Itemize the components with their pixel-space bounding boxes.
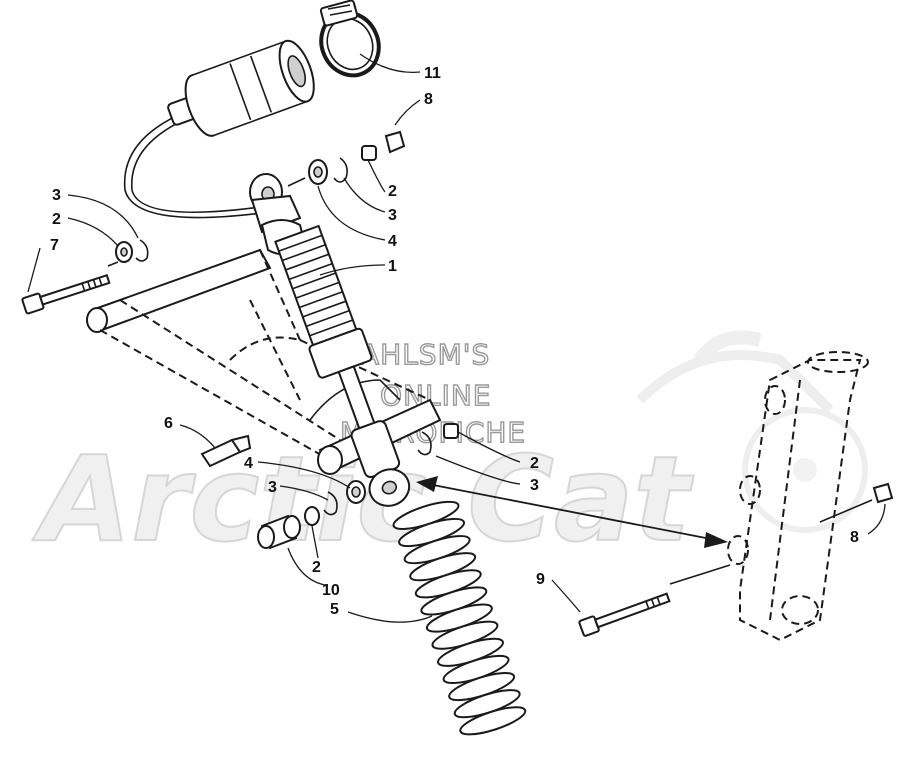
leader-lines [27, 53, 886, 623]
callout-3-left: 3 [52, 187, 61, 204]
callout-2-bottom: 2 [312, 559, 321, 576]
callout-2-top-right: 2 [388, 183, 397, 200]
callout-11: 11 [424, 65, 441, 82]
hardware [21, 130, 459, 550]
callout-9: 9 [536, 571, 545, 588]
callout-6: 6 [164, 415, 173, 432]
rail-bracket [578, 351, 894, 642]
callout-8-top: 8 [424, 91, 433, 108]
callout-3-top-right: 3 [388, 207, 397, 224]
watermark-line-2: ONLINE [380, 379, 491, 412]
gas-reservoir [123, 39, 315, 219]
callout-10: 10 [322, 582, 340, 599]
callout-2-mid-right: 2 [530, 455, 539, 472]
callout-3-mid-right: 3 [530, 477, 539, 494]
callout-1: 1 [388, 258, 397, 275]
callout-2-left: 2 [52, 211, 61, 228]
callout-8-right: 8 [850, 529, 859, 546]
callout-5: 5 [330, 601, 339, 618]
callout-labels: 11 8 2 3 4 1 3 2 7 6 4 3 2 3 2 10 5 9 8 [50, 65, 859, 618]
watermark-line-1: AHLSM'S [360, 338, 490, 371]
shock-absorber [249, 173, 411, 507]
hose-clamp [319, 0, 381, 78]
callout-4-top: 4 [388, 233, 397, 250]
callout-7: 7 [50, 237, 59, 254]
connection-arrow-icon [416, 476, 728, 548]
callout-3-mid: 3 [268, 479, 277, 496]
callout-4-mid: 4 [244, 455, 253, 472]
coil-spring [392, 500, 527, 736]
watermark-motorcycle-icon [636, 330, 868, 533]
